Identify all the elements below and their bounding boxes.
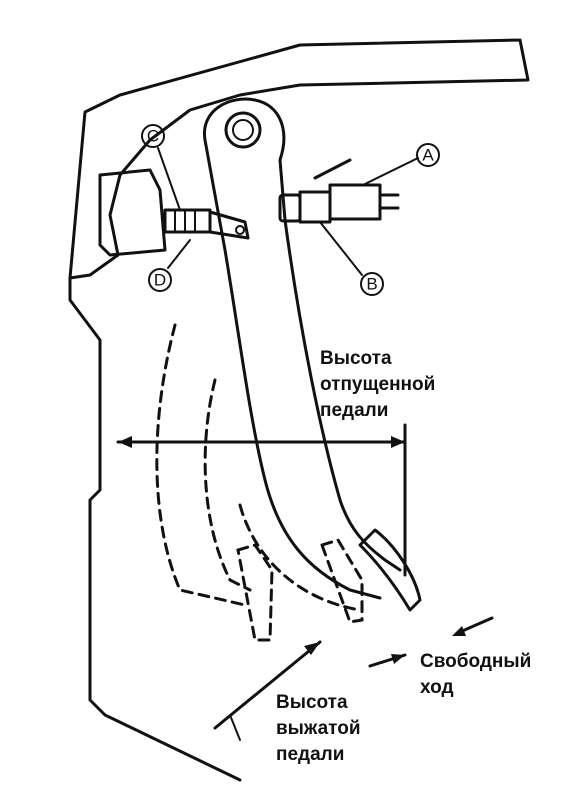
depressed-pad-ghost-2 [320,538,364,624]
released-height-label-line2: отпущенной [320,374,435,395]
depressed-pedal-ghost-2 [203,378,252,592]
free-play-arrows [368,616,494,668]
callout-d-circle [148,268,172,292]
depressed-height-label-line3: педали [276,744,344,765]
depressed-pedal-ghost-3 [238,503,362,612]
callout-c-letter: C [147,127,159,146]
callout-d-leader [167,239,191,269]
depressed-height-label-line1: Высота [276,692,348,713]
pedal-pad [358,528,422,612]
callout-b-circle [360,272,384,296]
pivot-hole-inner [232,119,254,141]
depressed-height-dimension [213,640,322,741]
stopper-bracket [98,168,167,257]
released-height-label-line1: Высота [320,348,392,369]
depressed-height-label-line2: выжатой [276,718,361,739]
callout-c-circle [141,124,165,148]
pivot-hole [224,111,262,149]
callout-b-leader [319,221,363,276]
released-height-dimension [116,423,407,577]
pedal-switch [278,158,400,224]
callout-a-leader [364,157,419,185]
callout-c-leader [157,147,181,211]
callout-a-letter: A [422,146,434,165]
free-play-label-line1: Свободный [420,651,531,672]
pedal-arm [203,97,402,600]
stopper-bolt [163,208,250,240]
depressed-pedal-ghost-1 [155,323,247,607]
callout-d-letter: D [154,271,166,290]
callout-a-circle [416,143,440,167]
free-play-label-line2: ход [420,677,454,698]
callout-b-letter: B [366,275,377,294]
released-height-label-line3: педали [320,400,388,421]
pedal-bracket [68,38,530,782]
